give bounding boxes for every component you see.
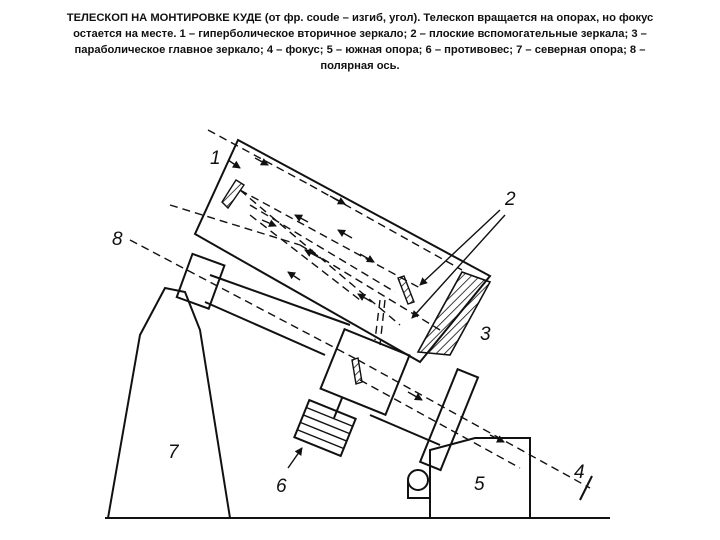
label-7: 7 xyxy=(168,442,180,463)
leader-1 xyxy=(227,159,241,169)
declination-housing xyxy=(319,327,411,417)
optical-rays xyxy=(129,129,591,489)
label-2: 2 xyxy=(504,189,516,210)
caption-line-3: параболическое главное зеркало; 4 – фоку… xyxy=(74,44,646,56)
north-bearing-block xyxy=(175,252,226,310)
pulley-circle xyxy=(407,469,429,491)
primary-mirror xyxy=(416,271,492,356)
figure-caption: ТЕЛЕСКОП НА МОНТИРОВКЕ КУДЕ (от фр. coud… xyxy=(4,10,716,74)
polar-axis-upper-rail xyxy=(209,274,351,326)
south-bearing-plate xyxy=(418,367,480,472)
counterweight xyxy=(293,398,357,458)
pulley-bracket xyxy=(407,468,431,499)
flat-mirror-lower xyxy=(351,357,363,385)
label-5: 5 xyxy=(474,474,485,495)
label-8: 8 xyxy=(112,229,123,250)
leader-2b xyxy=(411,214,506,319)
label-3: 3 xyxy=(480,324,491,345)
label-6: 6 xyxy=(276,476,287,497)
telescope-tube xyxy=(193,138,492,364)
polar-axis-lower-rail xyxy=(204,301,326,356)
caption-line-2: остается на месте. 1 – гиперболическое в… xyxy=(73,28,647,40)
caption-line-1: ТЕЛЕСКОП НА МОНТИРОВКЕ КУДЕ (от фр. coud… xyxy=(66,12,654,24)
leader-6 xyxy=(287,447,303,469)
focus-tick xyxy=(579,475,593,501)
leader-2a xyxy=(419,209,501,286)
label-1: 1 xyxy=(210,148,221,169)
secondary-mirror xyxy=(221,179,245,210)
north-pier xyxy=(107,286,231,519)
flat-mirror-upper xyxy=(397,275,415,305)
ray-arrows xyxy=(254,157,505,443)
label-4: 4 xyxy=(574,462,585,483)
counterweight-shaft xyxy=(333,397,343,419)
caption-line-4: полярная ось. xyxy=(320,60,400,72)
